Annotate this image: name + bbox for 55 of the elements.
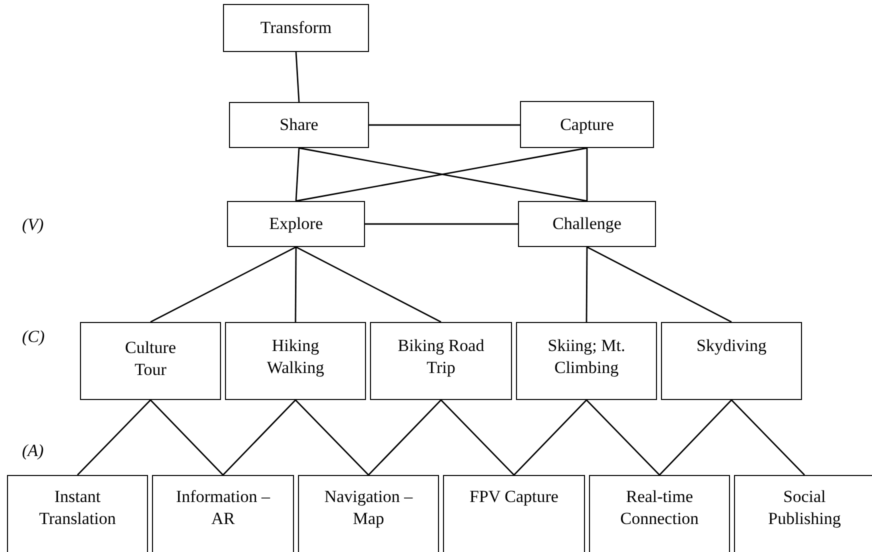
- connector-line: [150, 400, 224, 476]
- text-box: [80, 322, 221, 400]
- connector-line: [586, 148, 588, 201]
- connector-line: [294, 247, 297, 322]
- connector-line: [440, 400, 514, 476]
- connector-line: [586, 400, 660, 476]
- connector-line: [365, 223, 518, 225]
- connector-line: [296, 246, 442, 323]
- box-label: FPV Capture: [470, 486, 558, 508]
- text-box: [227, 201, 365, 247]
- box-label: Culture Tour: [124, 337, 177, 381]
- box-label: Information – AR: [175, 486, 271, 530]
- box-label: Capture: [560, 114, 614, 136]
- connector-line: [295, 400, 369, 476]
- text-box: [661, 322, 802, 400]
- box-label: Skydiving: [696, 335, 766, 357]
- box-label: Social Publishing: [767, 486, 842, 530]
- box-label: Instant Translation: [38, 486, 117, 530]
- level-label: (A): [22, 440, 44, 462]
- connector-line: [514, 400, 587, 476]
- box-label: Explore: [269, 213, 323, 235]
- text-box: [589, 475, 730, 552]
- box-label: Transform: [260, 17, 332, 39]
- connector-line: [586, 246, 732, 323]
- connector-line: [586, 247, 588, 322]
- text-box: [520, 101, 654, 148]
- box-label: Share: [280, 114, 318, 136]
- connector-line: [295, 148, 300, 202]
- text-box: [225, 322, 366, 400]
- connector-line: [222, 400, 296, 476]
- level-label: (C): [22, 326, 45, 348]
- text-box: [152, 475, 294, 552]
- connector-line: [295, 52, 300, 102]
- text-box: [298, 475, 439, 552]
- connector-line: [731, 400, 805, 476]
- connector-line: [369, 124, 520, 126]
- text-box: [518, 201, 656, 247]
- box-label: Navigation – Map: [323, 486, 414, 530]
- text-box: [223, 4, 369, 52]
- box-label: Real-time Connection: [619, 486, 700, 530]
- text-box: [7, 475, 148, 552]
- connector-line: [150, 246, 296, 323]
- box-label: Challenge: [552, 213, 622, 235]
- box-label: Biking Road Trip: [396, 335, 486, 379]
- text-box: [370, 322, 512, 400]
- text-box: [229, 102, 369, 148]
- box-label: Hiking Walking: [266, 335, 326, 379]
- level-label: (V): [22, 214, 44, 236]
- box-label: Skiing; Mt. Climbing: [546, 335, 626, 379]
- text-box: [734, 475, 872, 552]
- connector-line: [659, 400, 732, 476]
- text-box: [516, 322, 657, 400]
- text-box: [443, 475, 585, 552]
- connector-line: [368, 400, 442, 476]
- connector-line: [77, 400, 151, 476]
